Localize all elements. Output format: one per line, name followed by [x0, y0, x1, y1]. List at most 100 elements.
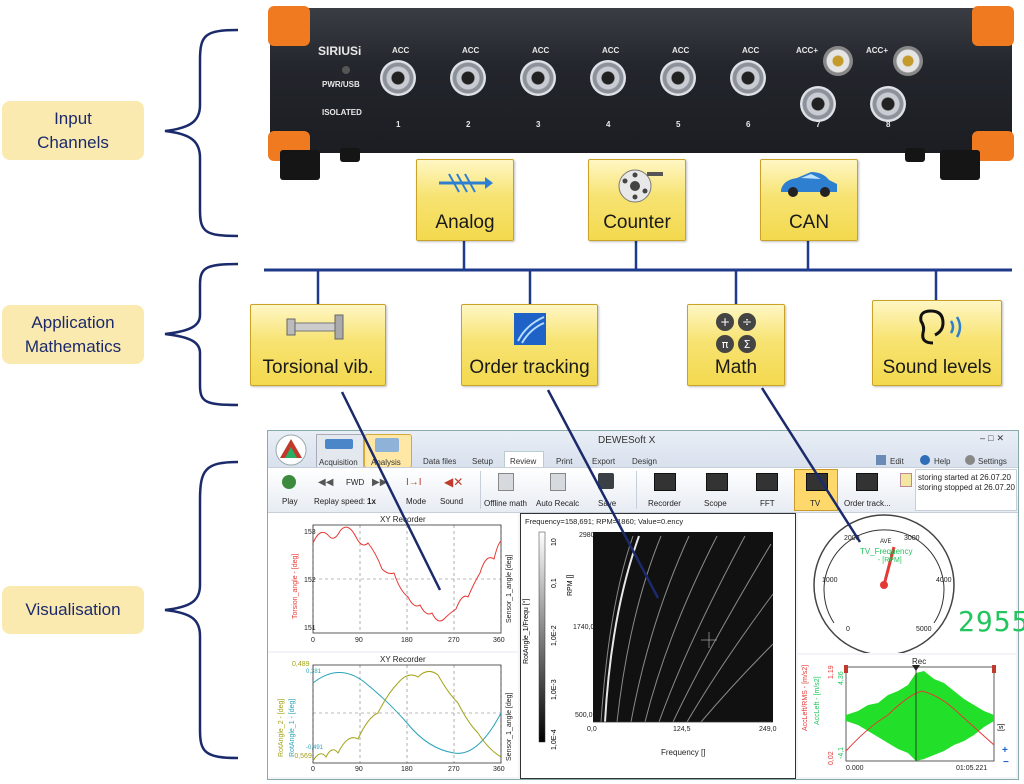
freq-axis-label: Frequency [] [661, 748, 706, 757]
help-button[interactable]: Help [934, 457, 951, 466]
x-tick: 270 [448, 637, 460, 644]
replay-speed-value[interactable]: 1x [367, 497, 376, 506]
gauge-tick: 3000 [904, 535, 920, 542]
calculator-icon [498, 473, 514, 491]
scope-icon [706, 473, 728, 491]
x-tick: 360 [493, 637, 505, 644]
channel-type-label: ACC [462, 46, 480, 55]
mode-acquisition-button[interactable]: Acquisition [316, 434, 364, 468]
device-corner [972, 6, 1014, 46]
forward-icon[interactable]: ▶▶ [372, 477, 388, 488]
tab-print[interactable]: Print [556, 457, 573, 466]
x-tick: 180 [401, 766, 413, 773]
device-pwr-label: PWR/USB [322, 80, 360, 89]
fft-button[interactable]: FFT [760, 499, 775, 508]
arrow-torsional [340, 391, 442, 591]
app-box-torsional-vibration: Torsional vib. [250, 304, 386, 386]
app-label: Torsional vib. [262, 357, 374, 378]
log-entry: storing stopped at 26.07.20 [918, 483, 1015, 492]
play-button[interactable]: Play [282, 497, 298, 506]
label-visualisation: Visualisation [2, 586, 144, 634]
dewesoft-window: Acquisition Analysis DEWESoft X Data fil… [267, 430, 1024, 780]
zoom-out-icon[interactable]: − [1003, 757, 1009, 768]
input-label: Analog [435, 212, 495, 233]
input-label: Counter [603, 212, 671, 233]
recorder-panel: Rec AccLeft/RMS - [m/s2] AccLeft - [m/s2… [798, 655, 1016, 777]
auto-recalc-button[interactable]: Auto Recalc [536, 499, 580, 508]
torsion-angle-series [312, 526, 502, 622]
lemo-connector [893, 46, 923, 76]
gauge-tick: 2000 [844, 535, 860, 542]
sound-button[interactable]: Sound [440, 497, 464, 506]
replay-speed-label: Replay speed: [314, 497, 366, 506]
y-tick: 153 [304, 529, 316, 536]
rotangle-1-series [312, 672, 502, 754]
save-icon [598, 473, 614, 489]
car-icon [781, 172, 837, 197]
channel-type-label: ACC [532, 46, 550, 55]
gauge-needle [882, 546, 896, 586]
review-toolbar [268, 467, 1018, 513]
channel-type-label: ACC [672, 46, 690, 55]
channel-number-label: 4 [606, 120, 611, 129]
x-tick: 01:05.221 [956, 765, 988, 772]
app-label: Order tracking [469, 357, 590, 378]
mode-button[interactable]: Mode [406, 497, 427, 506]
y-tick-left: -0,569 [292, 753, 312, 760]
recorder-button[interactable]: Recorder [648, 499, 681, 508]
order-track-icon [856, 473, 878, 491]
spectrogram-area [593, 532, 773, 722]
tab-data-files[interactable]: Data files [423, 457, 457, 466]
channel-type-label: ACC+ [796, 46, 819, 55]
event-log: storing started at 26.07.20 storing stop… [915, 469, 1017, 511]
tv-button[interactable]: TV [810, 499, 821, 508]
math-operators-icon: + ÷ π Σ [716, 313, 756, 353]
mode-analysis-button[interactable]: Analysis [364, 434, 412, 468]
rotangle-2-series [312, 671, 502, 762]
edit-button[interactable]: Edit [890, 457, 904, 466]
bnc-connector [590, 60, 626, 96]
xy-recorder-1: XY Recorder 153 152 151 0 90 180 270 360… [268, 513, 518, 651]
x-tick: 90 [355, 637, 363, 644]
sound-mute-icon: ◀✕ [444, 475, 464, 489]
y-tick: 152 [304, 577, 316, 584]
app-box-sound-levels: Sound levels [872, 300, 1002, 386]
channel-number-label: 6 [746, 120, 751, 129]
arrow-order [546, 389, 660, 599]
window-title: DEWESoft X [598, 435, 656, 446]
tab-setup[interactable]: Setup [472, 457, 493, 466]
analog-signal-icon [439, 173, 493, 193]
offline-math-button[interactable]: Offline math [484, 499, 527, 508]
y-tick-left: 0,489 [292, 661, 310, 668]
recorder-icon [654, 473, 676, 491]
tab-export[interactable]: Export [592, 457, 616, 466]
rewind-icon[interactable]: ◀◀ [318, 477, 334, 488]
tab-review[interactable]: Review [510, 457, 537, 466]
window-controls[interactable]: ‒□✕ [980, 433, 1007, 443]
dewesoft-logo-icon[interactable] [274, 433, 308, 467]
channel-number-label: 1 [396, 120, 401, 129]
order-track-button[interactable]: Order track... [844, 499, 891, 508]
scope-button[interactable]: Scope [704, 499, 727, 508]
mode-label: Analysis [371, 458, 401, 467]
log-icon [900, 473, 912, 487]
svg-text:+: + [720, 315, 730, 329]
channel-type-label: ACC [392, 46, 410, 55]
zoom-in-icon[interactable]: + [1002, 745, 1008, 756]
recorder-plot [844, 665, 996, 762]
help-icon [920, 455, 930, 465]
gauge-title: TV_Frequency [860, 547, 913, 556]
x-tick: 0 [311, 766, 315, 773]
tab-design[interactable]: Design [632, 457, 657, 466]
freq-tick: 124,5 [673, 726, 691, 733]
input-box-counter: Counter [588, 159, 686, 241]
channel-type-label: ACC [742, 46, 760, 55]
bnc-connector [800, 86, 836, 122]
settings-button[interactable]: Settings [978, 457, 1007, 466]
log-entry: storing started at 26.07.20 [918, 473, 1011, 482]
device-foot [280, 150, 320, 180]
tab-review-active[interactable] [504, 451, 544, 468]
mode-icon: I→I [406, 477, 422, 488]
svg-text:π: π [722, 338, 729, 351]
channel-number-label: 7 [816, 120, 821, 129]
